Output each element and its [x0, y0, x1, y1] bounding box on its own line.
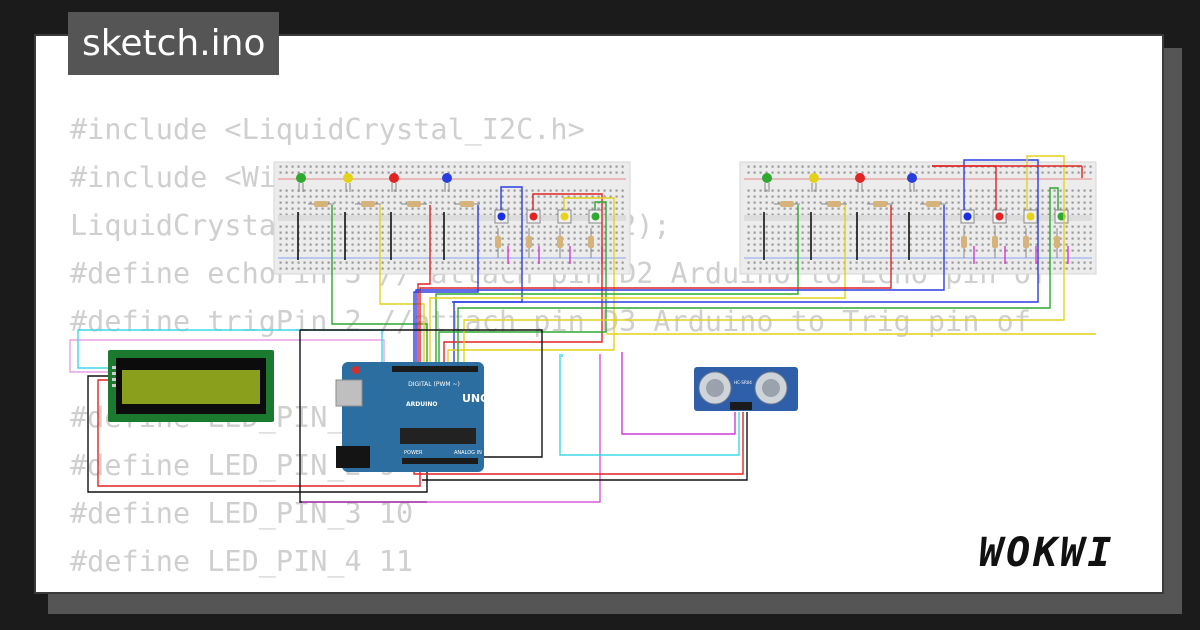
code-line: #include <LiquidCrystal_I2C.h>	[70, 113, 585, 146]
circuit-diagram: DIGITAL (PWM ~) UNO ARDUINO ANALOG IN PO…	[69, 155, 1097, 503]
led-icon[interactable]	[907, 173, 917, 192]
resistor-icon	[401, 201, 427, 207]
arduino-uno-icon[interactable]: DIGITAL (PWM ~) UNO ARDUINO ANALOG IN PO…	[335, 362, 490, 472]
resistor-icon	[867, 201, 893, 207]
lcd-icon[interactable]	[108, 350, 274, 422]
ground-jumpers	[297, 212, 910, 260]
push-button-icon[interactable]	[992, 209, 1007, 224]
ultrasonic-sensor-icon[interactable]: HC-SR04	[694, 367, 798, 411]
code-line: #define LED_PIN_2 9	[70, 449, 397, 482]
board-digital-label: DIGITAL (PWM ~)	[408, 381, 460, 388]
push-button-icon[interactable]	[1023, 209, 1038, 224]
push-button-icon[interactable]	[526, 209, 541, 224]
wires	[69, 155, 1096, 503]
resistor-icon	[355, 201, 381, 207]
led-icon[interactable]	[855, 173, 865, 192]
button-pulldown-wires	[507, 246, 1069, 264]
led-icon[interactable]	[389, 173, 399, 192]
resistor-icon	[308, 201, 334, 207]
push-button-icon[interactable]	[588, 209, 603, 224]
led-icon[interactable]	[343, 173, 353, 192]
resistor-icon	[774, 201, 800, 207]
resistor-icon	[495, 228, 1060, 258]
board-power-label: POWER	[404, 450, 423, 456]
project-card[interactable]: #include <LiquidCrystal_I2C.h>#include <…	[34, 34, 1164, 594]
led-icon[interactable]	[296, 173, 306, 192]
push-button-icon[interactable]	[557, 209, 572, 224]
led-icon[interactable]	[762, 173, 772, 192]
breadboard-right[interactable]	[739, 161, 1097, 275]
push-button-icon[interactable]	[1054, 209, 1069, 224]
breadboard-left[interactable]	[273, 161, 631, 275]
wokwi-logo-icon[interactable]: WOKWI	[975, 524, 1155, 580]
push-button-icon[interactable]	[960, 209, 975, 224]
file-tab[interactable]: sketch.ino	[68, 12, 280, 75]
board-analog-label: ANALOG IN	[454, 450, 482, 456]
led-icon[interactable]	[442, 173, 452, 192]
sensor-model: HC-SR04	[734, 380, 752, 385]
resistor-icon	[920, 201, 946, 207]
resistor-icon	[454, 201, 480, 207]
code-line: #define LED_PIN_4 11	[70, 545, 414, 578]
brand-name: WOKWI	[979, 530, 1114, 576]
led-icon[interactable]	[809, 173, 819, 192]
push-button-icon[interactable]	[494, 209, 509, 224]
board-brand: ARDUINO	[406, 401, 437, 408]
code-line: #define LED_PIN_3 10	[70, 497, 414, 530]
board-model: UNO	[462, 392, 490, 405]
resistor-icon	[821, 201, 847, 207]
